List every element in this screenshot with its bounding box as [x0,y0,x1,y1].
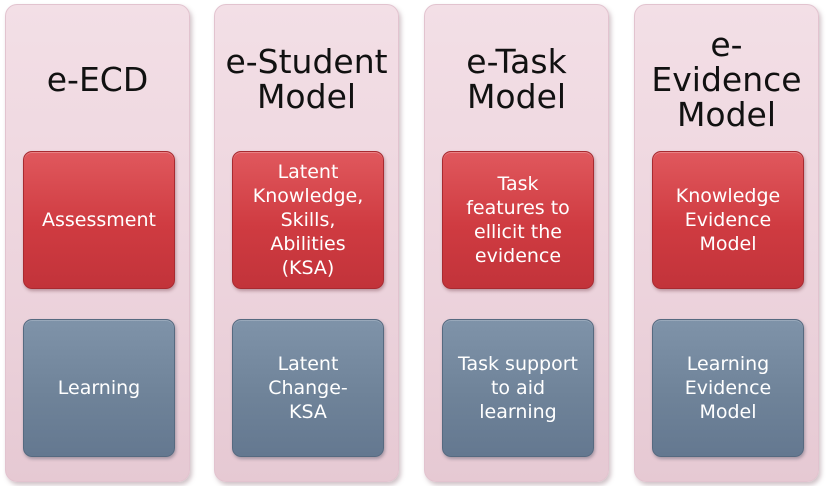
column-e-evidence-model: e- Evidence Model Knowledge Evidence Mod… [634,4,819,482]
column-title: e-Task Model [466,42,567,116]
task-features-box: Task features to ellicit the evidence [442,151,594,289]
column-e-ecd: e-ECD Assessment Learning [5,4,190,482]
latent-ksa-box: Latent Knowledge, Skills, Abilities (KSA… [232,151,384,289]
task-support-box: Task support to aid learning [442,319,594,457]
column-e-task-model: e-Task Model Task features to ellicit th… [424,4,609,482]
knowledge-evidence-model-box: Knowledge Evidence Model [652,151,804,289]
learning-box: Learning [23,319,175,457]
learning-evidence-model-box: Learning Evidence Model [652,319,804,457]
latent-change-ksa-box: Latent Change- KSA [232,319,384,457]
assessment-box: Assessment [23,151,175,289]
column-title: e-Student Model [225,42,388,116]
column-title: e- Evidence Model [651,24,802,134]
column-e-student-model: e-Student Model Latent Knowledge, Skills… [214,4,399,482]
column-title: e-ECD [46,59,149,99]
